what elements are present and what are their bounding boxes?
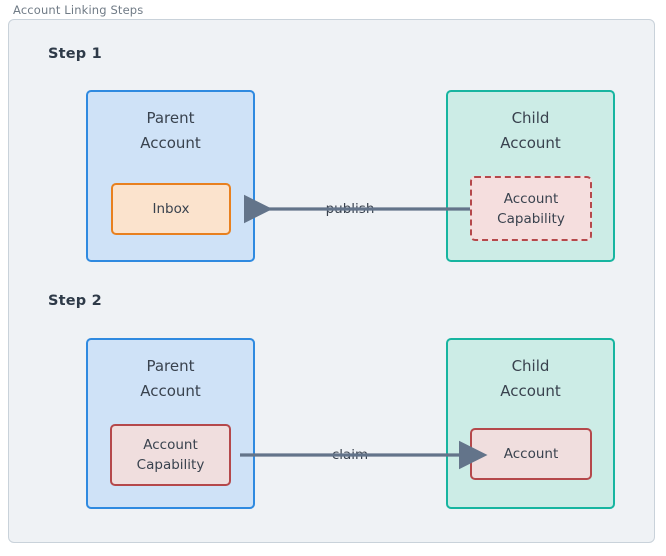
step-2-edge-label-claim: claim — [326, 447, 374, 463]
step-2-label: Step 2 — [48, 293, 102, 309]
diagram-frame-title: Account Linking Steps — [13, 3, 144, 17]
step-2-parent-account-title: Parent Account — [140, 357, 201, 400]
step-1-label: Step 1 — [48, 46, 102, 62]
step-1-account-capability-node[interactable]: Account Capability — [470, 176, 592, 241]
step-2-account-node[interactable]: Account — [470, 428, 592, 480]
step-1-parent-account-box[interactable]: Parent Account — [86, 90, 255, 262]
step-2-account-capability-node[interactable]: Account Capability — [110, 424, 231, 486]
step-1-parent-account-title: Parent Account — [140, 109, 201, 152]
step-1-child-account-title: Child Account — [500, 109, 561, 152]
step-2-child-account-box[interactable]: Child Account — [446, 338, 615, 509]
step-1-edge-label-publish: publish — [320, 201, 380, 217]
step-1-inbox-node[interactable]: Inbox — [111, 183, 231, 235]
step-2-child-account-title: Child Account — [500, 357, 561, 400]
